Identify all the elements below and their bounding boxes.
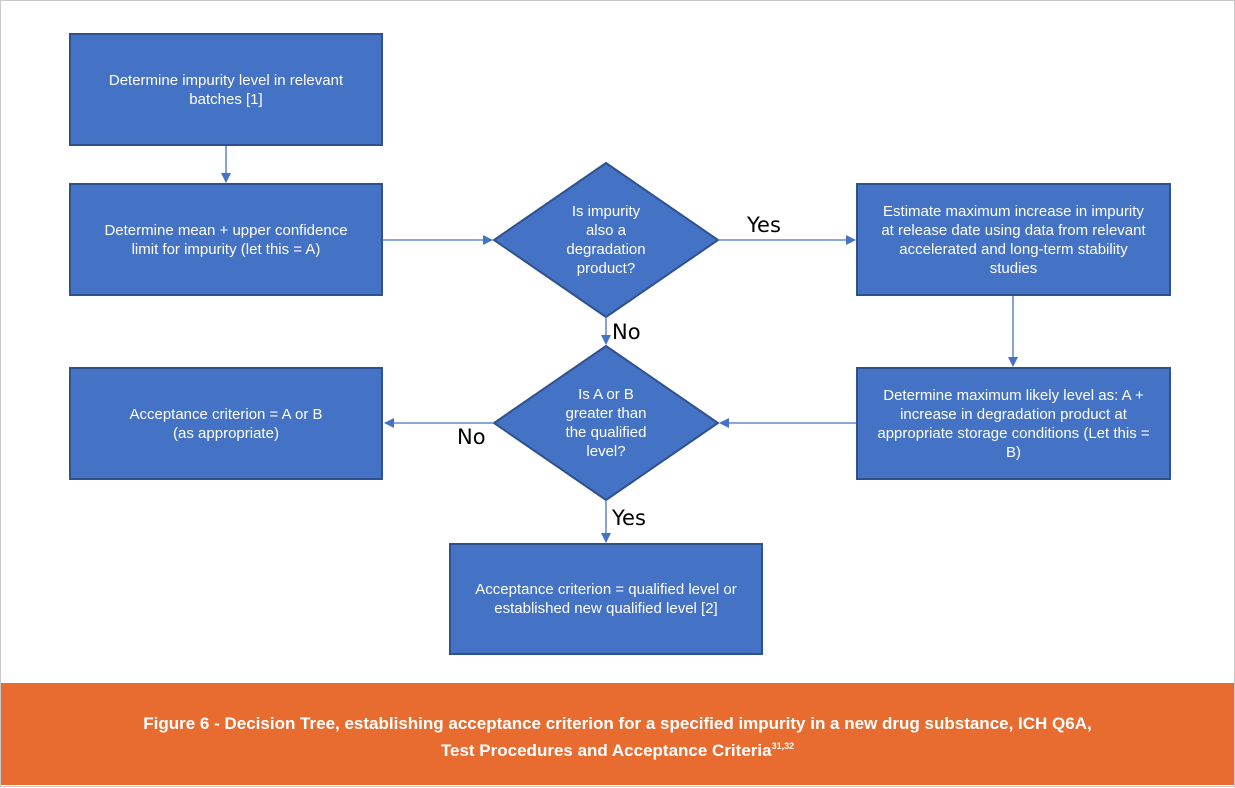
caption-bar: Figure 6 - Decision Tree, establishing a… — [1, 683, 1234, 785]
node-acceptance-a-or-b-text: Acceptance criterion = A or B (as approp… — [129, 405, 323, 442]
caption-line-1: Figure 6 - Decision Tree, establishing a… — [143, 714, 1092, 733]
node-determine-impurity-text: Determine impurity level in relevant bat… — [108, 71, 344, 108]
decision-qualified-text: Is A or B greater than the qualified lev… — [565, 386, 647, 460]
edge-label-no-degradation: No — [612, 320, 641, 344]
node-mean-confidence-text: Determine mean + upper confidence limit … — [104, 221, 348, 258]
edge-label-no-greater: No — [457, 425, 486, 449]
node-max-likely-level: Determine maximum likely level as: A + i… — [856, 367, 1171, 480]
edge-label-yes-degradation: Yes — [747, 213, 781, 237]
caption-reference-superscript: 31,32 — [771, 741, 795, 751]
decision-degradation-text: Is impurity also a degradation product? — [566, 203, 646, 277]
caption-line-2: Test Procedures and Acceptance Criteria — [440, 741, 772, 760]
node-acceptance-a-or-b: Acceptance criterion = A or B (as approp… — [69, 367, 383, 480]
node-estimate-increase-text: Estimate maximum increase in impurity at… — [881, 202, 1146, 277]
node-acceptance-qualified: Acceptance criterion = qualified level o… — [449, 543, 763, 655]
figure-caption: Figure 6 - Decision Tree, establishing a… — [1, 713, 1234, 762]
node-determine-impurity: Determine impurity level in relevant bat… — [69, 33, 383, 146]
edge-label-yes-greater: Yes — [612, 506, 646, 530]
node-estimate-increase: Estimate maximum increase in impurity at… — [856, 183, 1171, 296]
node-max-likely-level-text: Determine maximum likely level as: A + i… — [877, 386, 1150, 461]
node-acceptance-qualified-text: Acceptance criterion = qualified level o… — [475, 581, 737, 617]
node-mean-confidence: Determine mean + upper confidence limit … — [69, 183, 383, 296]
